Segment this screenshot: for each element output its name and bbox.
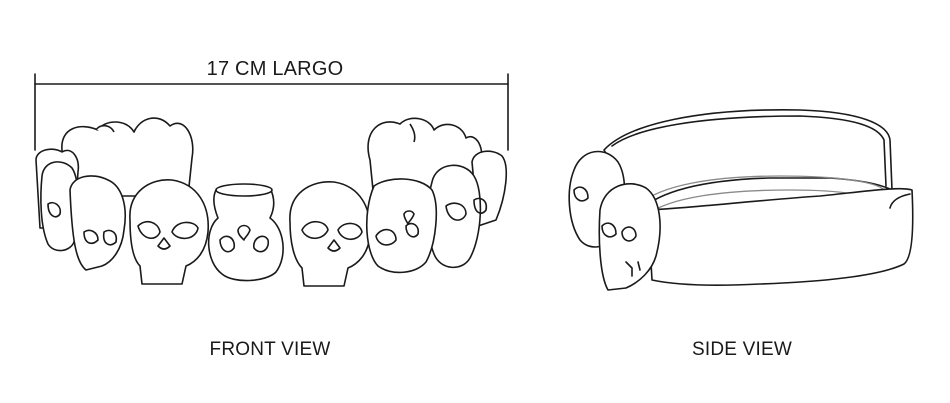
front-view-label: FRONT VIEW xyxy=(209,339,331,360)
front-view-front-row xyxy=(69,175,438,287)
side-view-label: SIDE VIEW xyxy=(692,339,792,360)
front-view-side-skulls xyxy=(40,161,488,269)
dimension-label: 17 CM LARGO xyxy=(206,58,344,80)
side-view-drawing xyxy=(568,109,914,291)
dimension-line xyxy=(34,73,509,151)
